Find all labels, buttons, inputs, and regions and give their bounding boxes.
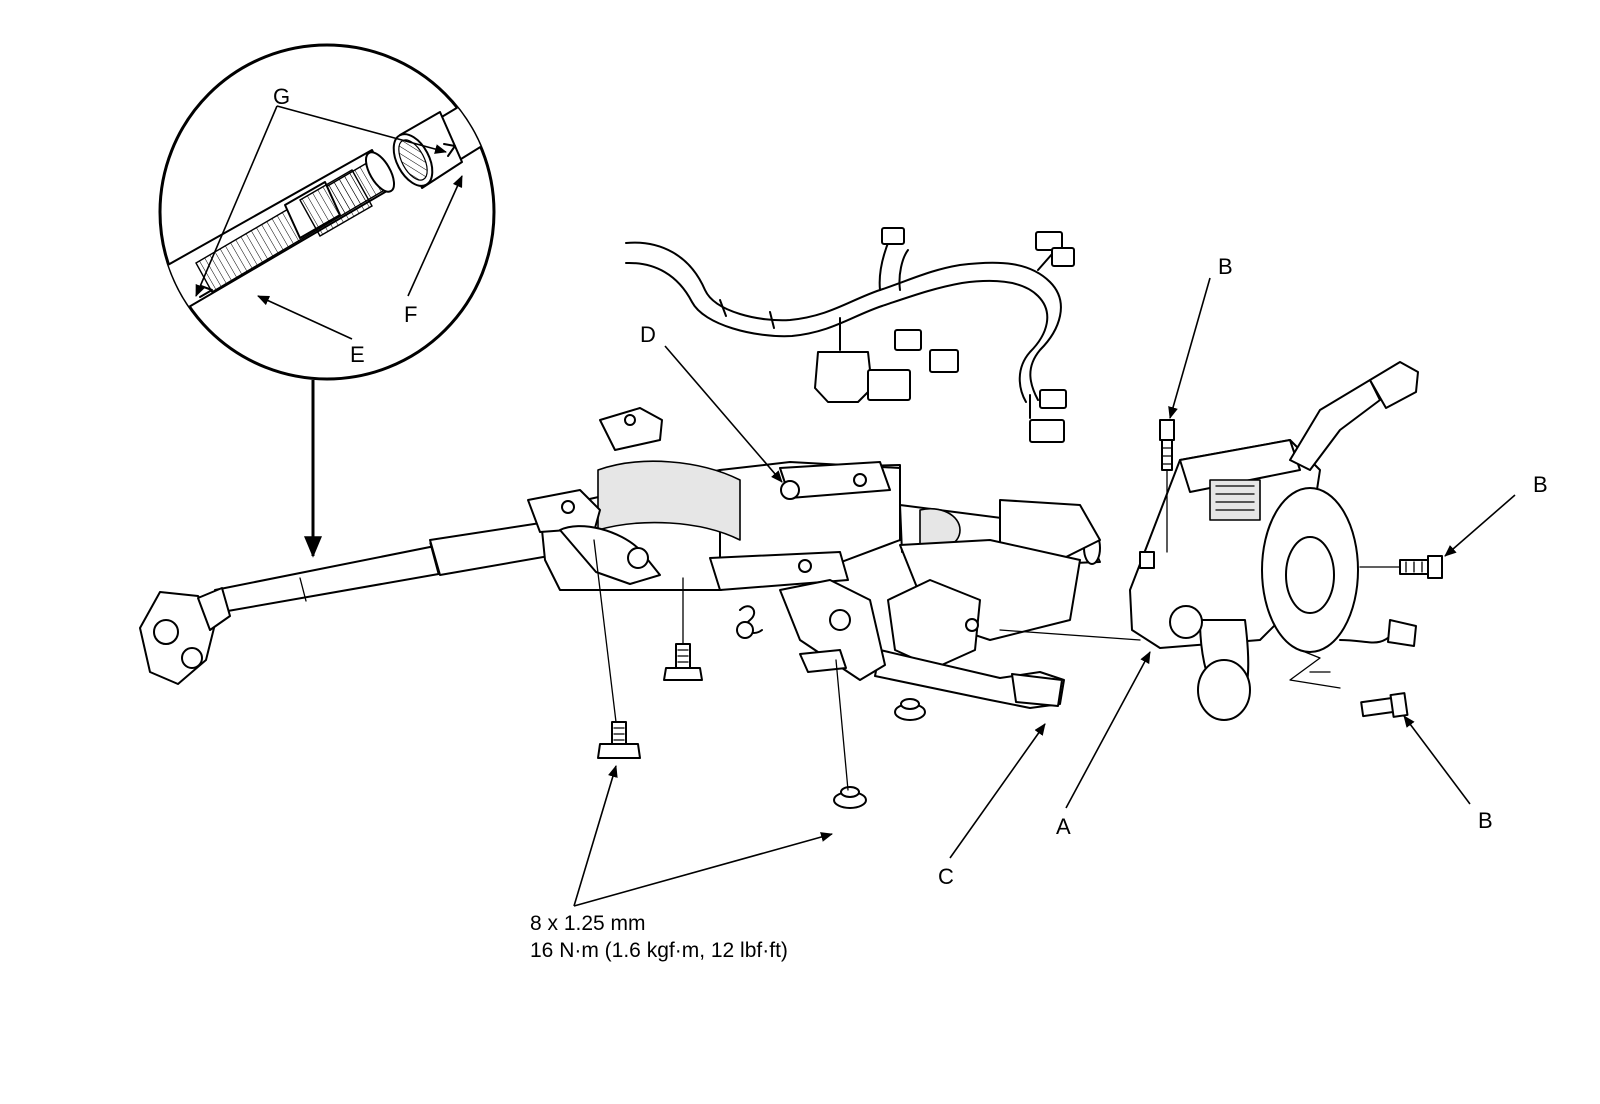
label-b-bottom: B: [1478, 808, 1493, 833]
combination-switch-assembly: [1129, 361, 1419, 721]
wire-harness: [625, 227, 1075, 443]
steering-column-assembly: [139, 407, 1101, 709]
torque-spec-value: 16 N·m (1.6 kgf·m, 12 lbf·ft): [530, 939, 788, 962]
nut-lower-center: [833, 786, 867, 809]
label-c: C: [938, 864, 954, 889]
torque-spec: 8 x 1.25 mm 16 N·m (1.6 kgf·m, 12 lbf·ft…: [530, 912, 788, 962]
assembly-lines: [593, 469, 1401, 791]
bolt-lower-left: [597, 721, 641, 759]
label-g: G: [273, 84, 290, 109]
universal-joint: [139, 587, 231, 685]
label-a: A: [1056, 814, 1071, 839]
label-d: D: [640, 322, 656, 347]
torque-spec-size: 8 x 1.25 mm: [530, 912, 646, 935]
screw-b-right: [1399, 555, 1443, 579]
bolt-upper-left: [663, 643, 703, 681]
label-e: E: [350, 342, 365, 367]
label-f: F: [404, 302, 417, 327]
label-b-right: B: [1533, 472, 1548, 497]
detail-view-circle: [158, 43, 496, 381]
label-b-top: B: [1218, 254, 1233, 279]
callout-leaders: [573, 277, 1516, 907]
screw-b-top: [1159, 419, 1175, 471]
screw-b-bottom: [1360, 692, 1409, 718]
nut-right: [894, 698, 926, 721]
